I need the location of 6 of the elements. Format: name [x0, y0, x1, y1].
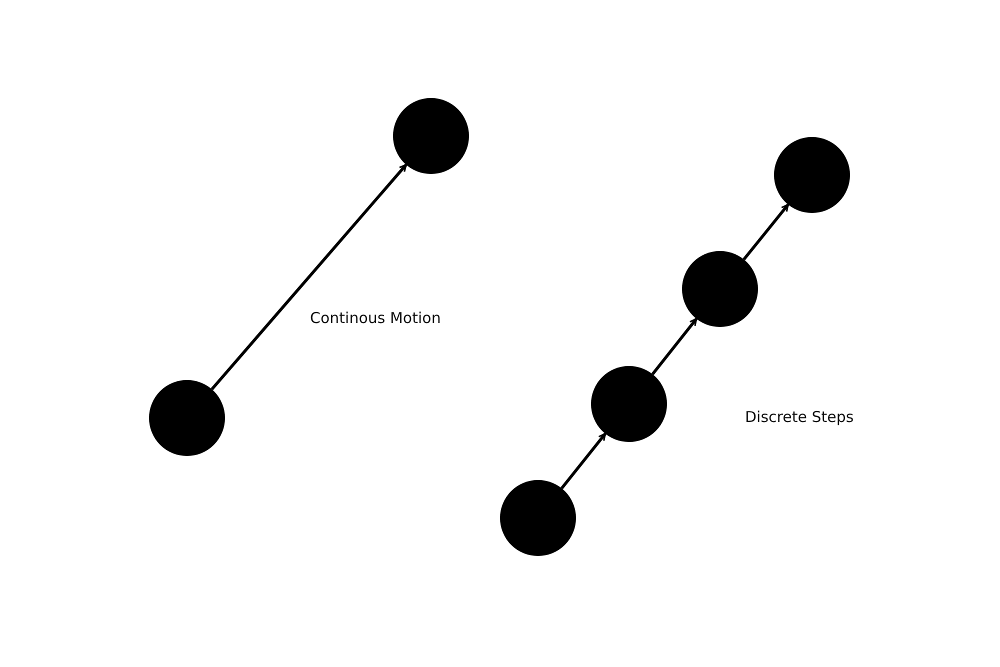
arrow — [560, 432, 606, 490]
arrow — [210, 164, 408, 390]
arrow — [742, 204, 790, 260]
caption-label: Continous Motion — [310, 309, 441, 327]
caption-label: Discrete Steps — [745, 408, 854, 426]
arrow — [651, 318, 698, 376]
